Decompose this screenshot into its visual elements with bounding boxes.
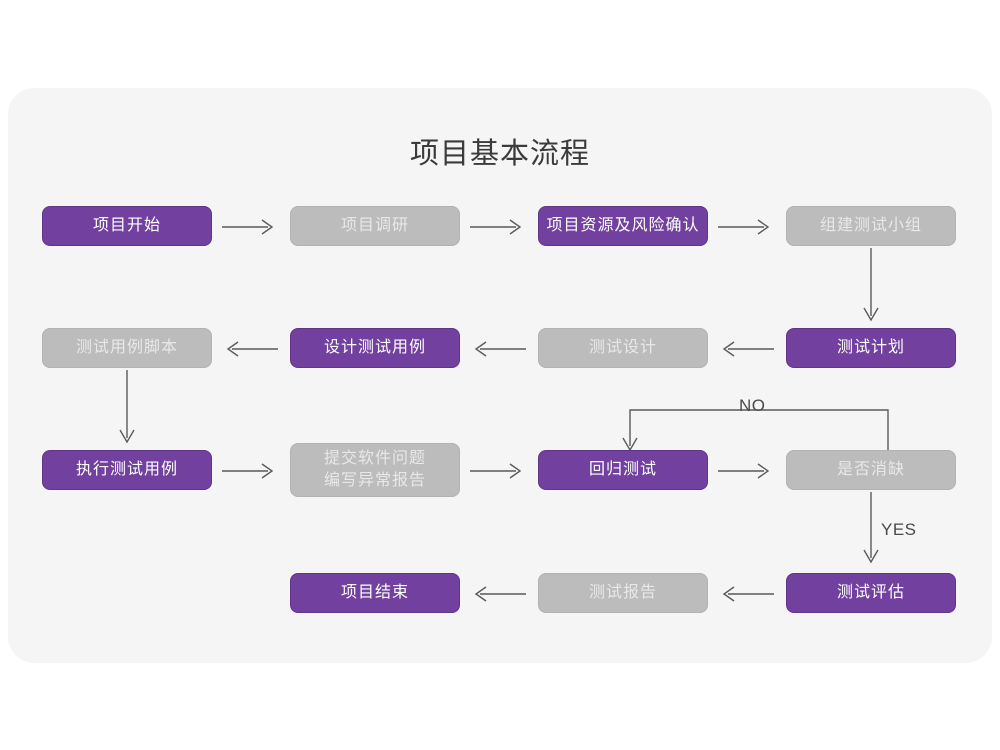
- flow-node-project-start[interactable]: 项目开始: [42, 206, 212, 246]
- flow-node-submit-issue-report[interactable]: 提交软件问题 编写异常报告: [290, 443, 460, 497]
- flow-node-defect-resolved[interactable]: 是否消缺: [786, 450, 956, 490]
- flow-node-regression-test[interactable]: 回归测试: [538, 450, 708, 490]
- connector-arrow-left-2: [468, 340, 528, 358]
- connector-arrow-right-2: [468, 218, 528, 236]
- flow-node-test-design[interactable]: 测试设计: [538, 328, 708, 368]
- flow-node-test-report[interactable]: 测试报告: [538, 573, 708, 613]
- flow-node-execute-test-case[interactable]: 执行测试用例: [42, 450, 212, 490]
- connector-arrow-left-4: [468, 585, 528, 603]
- flowchart-canvas: 项目基本流程 项目开始 项目调研 项目资源及风险确认 组建测试小组 测试用例脚本: [8, 88, 992, 663]
- connector-arrow-left-3: [716, 340, 776, 358]
- page-title: 项目基本流程: [409, 138, 590, 170]
- flow-node-design-test-case[interactable]: 设计测试用例: [290, 328, 460, 368]
- flow-node-resource-risk-confirm[interactable]: 项目资源及风险确认: [538, 206, 708, 246]
- connector-arrow-down-left: [117, 370, 137, 450]
- flow-node-project-end[interactable]: 项目结束: [290, 573, 460, 613]
- branch-label-yes: YES: [881, 520, 917, 539]
- connector-arrow-right-6: [716, 462, 776, 480]
- flow-node-test-plan[interactable]: 测试计划: [786, 328, 956, 368]
- connector-arrow-left-5: [716, 585, 776, 603]
- connector-arrow-right-1: [220, 218, 280, 236]
- connector-arrow-down-yes: [861, 492, 881, 570]
- flow-node-test-case-script[interactable]: 测试用例脚本: [42, 328, 212, 368]
- flow-node-build-test-team[interactable]: 组建测试小组: [786, 206, 956, 246]
- connector-arrow-left-1: [220, 340, 280, 358]
- connector-arrow-down-right: [861, 248, 881, 328]
- flow-node-test-evaluation[interactable]: 测试评估: [786, 573, 956, 613]
- connector-arrow-right-4: [220, 462, 280, 480]
- connector-arrow-right-5: [468, 462, 528, 480]
- connector-arrow-right-3: [716, 218, 776, 236]
- flow-node-project-research[interactable]: 项目调研: [290, 206, 460, 246]
- branch-label-no: NO: [739, 396, 766, 415]
